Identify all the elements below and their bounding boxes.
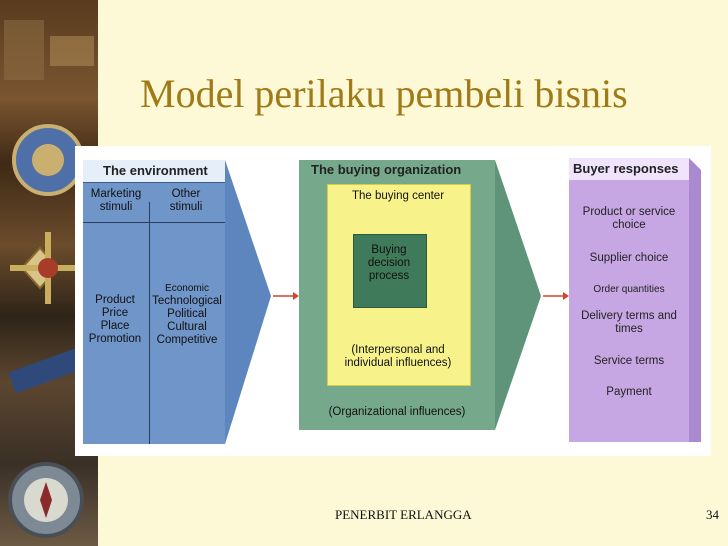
marketing-stimuli-list: Product Price Place Promotion <box>83 294 147 346</box>
environment-factor: Competitive <box>156 334 218 346</box>
response-item: Order quantities <box>593 284 665 295</box>
decision-process-cube <box>353 234 427 308</box>
interpersonal-influences: (Interpersonal and individual influences… <box>327 344 469 370</box>
arrow-head <box>563 292 569 300</box>
other-stimuli-line: Other <box>171 188 201 200</box>
interpersonal-line: individual influences) <box>344 357 452 369</box>
response-line: Product or service <box>582 206 676 218</box>
buying-organization-heading: The buying organization <box>311 162 462 177</box>
other-stimuli-line: stimuli <box>169 201 203 213</box>
response-line: times <box>615 323 643 335</box>
environment-factor: Political <box>167 308 207 320</box>
environment-box: The environment Marketing stimuli Other … <box>83 160 225 444</box>
environment-factor: Economic <box>165 283 209 294</box>
page-number: 34 <box>706 507 719 522</box>
slide-title: Model perilaku pembeli bisnis <box>140 71 628 116</box>
response-item: Payment <box>606 386 652 398</box>
other-stimuli-list: Economic Technological Political Cultura… <box>149 282 225 347</box>
marketing-mix-item: Price <box>101 307 129 319</box>
response-line: Delivery terms and <box>581 310 677 322</box>
arrow-head <box>293 292 299 300</box>
environment-factor: Technological <box>152 295 222 307</box>
buying-center-label: The buying center <box>351 190 445 202</box>
environment-heading: The environment <box>103 163 208 178</box>
decision-process-line: process <box>368 270 410 282</box>
environment-col-divider <box>149 202 150 444</box>
buyer-responses-heading: Buyer responses <box>573 161 679 176</box>
decision-process-label: Buying decision process <box>353 244 425 283</box>
other-stimuli-header: Other stimuli <box>151 188 221 214</box>
environment-row-divider <box>83 222 225 223</box>
interpersonal-line: (Interpersonal and <box>351 344 445 356</box>
organizational-influences: (Organizational influences) <box>328 406 466 418</box>
marketing-stimuli-header: Marketing stimuli <box>85 188 147 214</box>
responses-side <box>689 158 701 442</box>
buyer-responses-box <box>569 158 689 442</box>
marketing-stimuli-line: Marketing <box>90 188 142 200</box>
environment-header: The environment <box>83 160 225 183</box>
environment-chevron <box>225 160 271 444</box>
decision-process-line: decision <box>367 257 411 269</box>
response-item: Product or service choice <box>569 206 689 232</box>
marketing-mix-item: Product <box>95 294 135 306</box>
buyer-responses-header: Buyer responses <box>569 158 689 180</box>
footer-publisher: PENERBIT ERLANGGA <box>335 507 472 522</box>
response-item: Service terms <box>593 355 665 367</box>
response-line: choice <box>612 219 646 231</box>
decision-process-line: Buying <box>371 244 407 256</box>
environment-factor: Cultural <box>167 321 207 333</box>
buyer-behavior-diagram: The environment Marketing stimuli Other … <box>75 146 711 456</box>
marketing-mix-item: Place <box>100 320 130 332</box>
marketing-stimuli-line: stimuli <box>99 201 133 213</box>
marketing-mix-item: Promotion <box>88 333 142 345</box>
response-item: Delivery terms and times <box>569 310 689 336</box>
response-item: Supplier choice <box>589 252 669 264</box>
organization-chevron <box>495 160 541 430</box>
